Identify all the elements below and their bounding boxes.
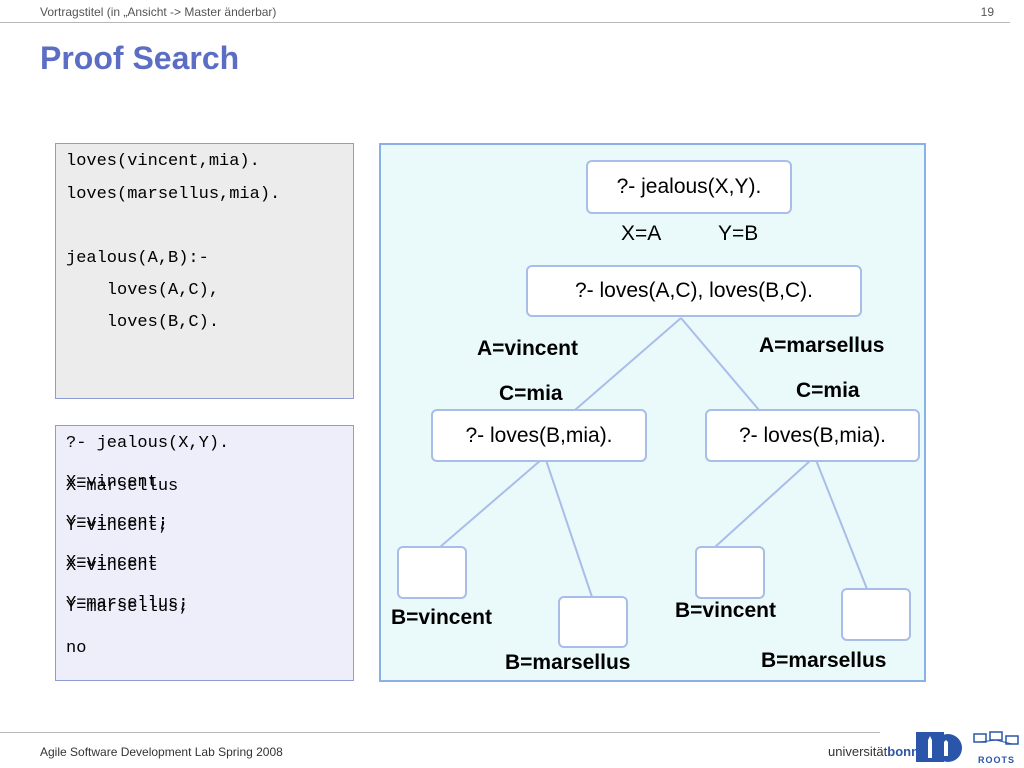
leaf-node-ll	[397, 546, 467, 599]
answer-no: no	[66, 639, 87, 658]
leaf-node-rl	[695, 546, 765, 599]
query-line: ?- jealous(X,Y).	[66, 434, 230, 453]
program-code-box: loves(vincent,mia). loves(marsellus,mia)…	[55, 143, 354, 399]
tree-root-node: ?- jealous(X,Y).	[586, 160, 792, 214]
leaf-node-rr	[841, 588, 911, 641]
answer-line-a: Y=marsellus;	[66, 594, 189, 613]
edge-root-left	[574, 317, 682, 411]
answer-line-a: X=vincent	[66, 473, 158, 492]
answer-line-a: Y=vincent;	[66, 513, 169, 532]
presentation-title: Vortragstitel (in „Ansicht -> Master änd…	[40, 5, 277, 19]
bonn-emblem-icon	[916, 732, 962, 762]
binding-x: X=A	[621, 222, 662, 245]
label-ll: B=vincent	[391, 606, 492, 629]
answer-line-b: Y=marsellus;	[66, 598, 189, 617]
code-line: loves(A,C),	[66, 281, 220, 300]
edge-right-rr	[815, 459, 868, 590]
leaf-node-lr	[558, 596, 628, 648]
answer-line-b: X=marsellus	[66, 477, 179, 496]
tree-level1-node: ?- loves(A,C), loves(B,C).	[526, 265, 862, 317]
search-tree-panel: ?- jealous(X,Y). X=A Y=B ?- loves(A,C), …	[379, 143, 926, 682]
slide-title: Proof Search	[40, 40, 240, 76]
label-rr: B=marsellus	[761, 649, 887, 672]
label-rl: B=vincent	[675, 599, 776, 622]
code-line: loves(marsellus,mia).	[66, 185, 281, 204]
edge-root-right	[680, 317, 760, 411]
edge-right-rl	[714, 459, 812, 548]
tree-right-node: ?- loves(B,mia).	[705, 409, 920, 462]
label-right-a: A=marsellus	[759, 334, 885, 357]
university-logo: universitätbonn ROOTS	[828, 728, 1024, 768]
edge-left-lr	[545, 459, 593, 598]
tree-left-node: ?- loves(B,mia).	[431, 409, 647, 462]
answer-line-b: Y=vincent;	[66, 517, 169, 536]
code-line: loves(vincent,mia).	[66, 152, 260, 171]
label-lr: B=marsellus	[505, 651, 631, 674]
code-line: loves(B,C).	[66, 313, 220, 332]
label-right-c: C=mia	[796, 379, 860, 402]
footer-text: Agile Software Development Lab Spring 20…	[40, 745, 283, 759]
answer-line-b: X=vincent	[66, 557, 158, 576]
header-divider	[0, 22, 1010, 23]
binding-y: Y=B	[718, 222, 759, 245]
label-left-a: A=vincent	[477, 337, 578, 360]
roots-label: ROOTS	[978, 755, 1016, 765]
code-line: jealous(A,B):-	[66, 249, 209, 268]
footer-divider	[0, 732, 880, 733]
edge-left-ll	[439, 459, 542, 548]
label-left-c: C=mia	[499, 382, 563, 405]
logo-wordmark: universitätbonn	[828, 744, 920, 759]
answer-line-a: X=vincent	[66, 553, 158, 572]
page-number: 19	[980, 5, 994, 19]
tree-edges	[439, 317, 868, 598]
roots-logo-icon	[973, 731, 1019, 745]
query-results-box: ?- jealous(X,Y). X=vincent X=marsellus Y…	[55, 425, 354, 681]
